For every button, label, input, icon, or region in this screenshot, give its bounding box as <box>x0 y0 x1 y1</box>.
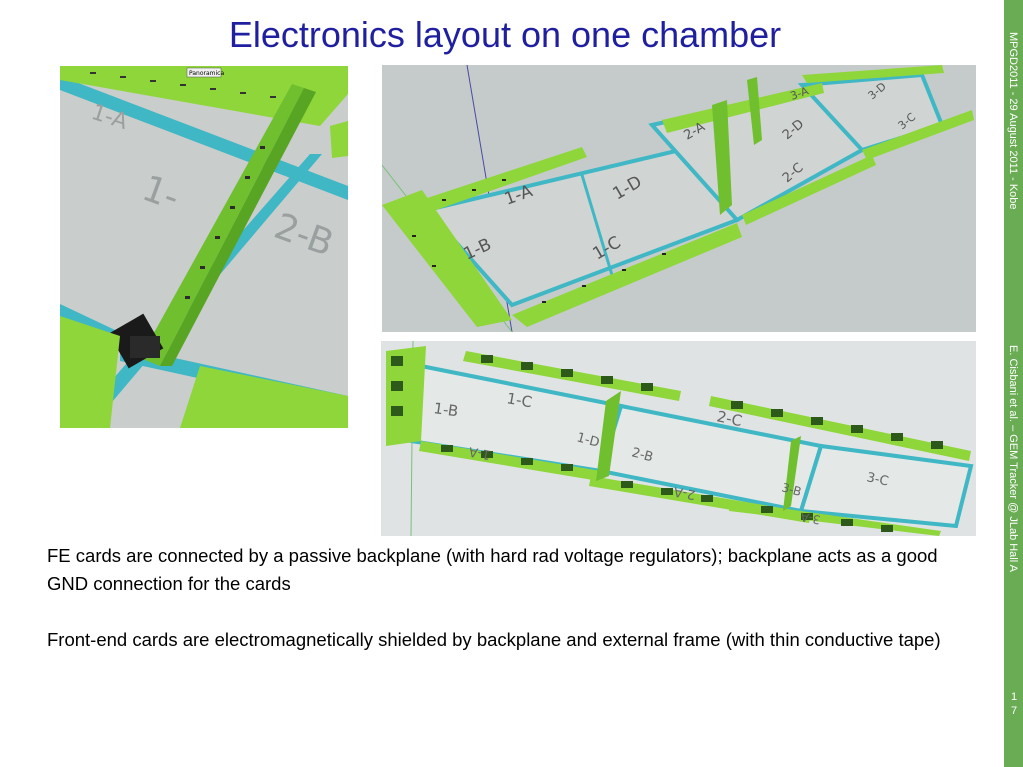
page-number: 17 <box>1005 690 1023 718</box>
bottom-view-label: 2-C <box>715 407 744 430</box>
slide-body: FE cards are connected by a passive back… <box>47 542 977 682</box>
bottom-view-label: 1-C <box>505 389 533 411</box>
bottom-view-label: 3-B <box>780 480 803 499</box>
bottom-view-label: 1-D <box>575 430 601 450</box>
sidebar-band <box>1004 0 1023 767</box>
bottom-view-label: 3-A <box>799 509 822 526</box>
panorama-label: Panoramica <box>189 70 224 77</box>
closeup-render-image: 1-A 1- 2-B Panoramica <box>60 66 348 428</box>
body-paragraph-backplane: FE cards are connected by a passive back… <box>47 545 938 594</box>
top-view-render-image: 1-A 1-D 1-B 1-C 2-A 2-D 2-C 3-A 3-D 3-C <box>382 65 976 332</box>
top-view-label: 3-A <box>789 84 811 103</box>
bottom-view-label: 1-B <box>432 399 459 420</box>
bottom-view-label: 2-B <box>630 445 655 465</box>
bottom-view-label: 1-A <box>468 443 492 462</box>
sidebar-authors: E. Cisbani et al. – GEM Tracker @ JLab H… <box>1007 345 1019 572</box>
bottom-view-render-image: 1-B 1-C 1-A 1-D 2-B 2-C 2-A 3-B 3-C 3-A <box>381 341 976 536</box>
body-paragraph-shielding: Front-end cards are electromagnetically … <box>47 629 941 650</box>
sidebar-conference: MPGD2011 - 29 August 2011 - Kobe <box>1007 32 1019 210</box>
bottom-view-label: 3-C <box>865 470 890 489</box>
bottom-view-label: 2-A <box>673 483 697 502</box>
slide-title: Electronics layout on one chamber <box>228 14 782 55</box>
page-number-text: 17 <box>1010 691 1018 717</box>
